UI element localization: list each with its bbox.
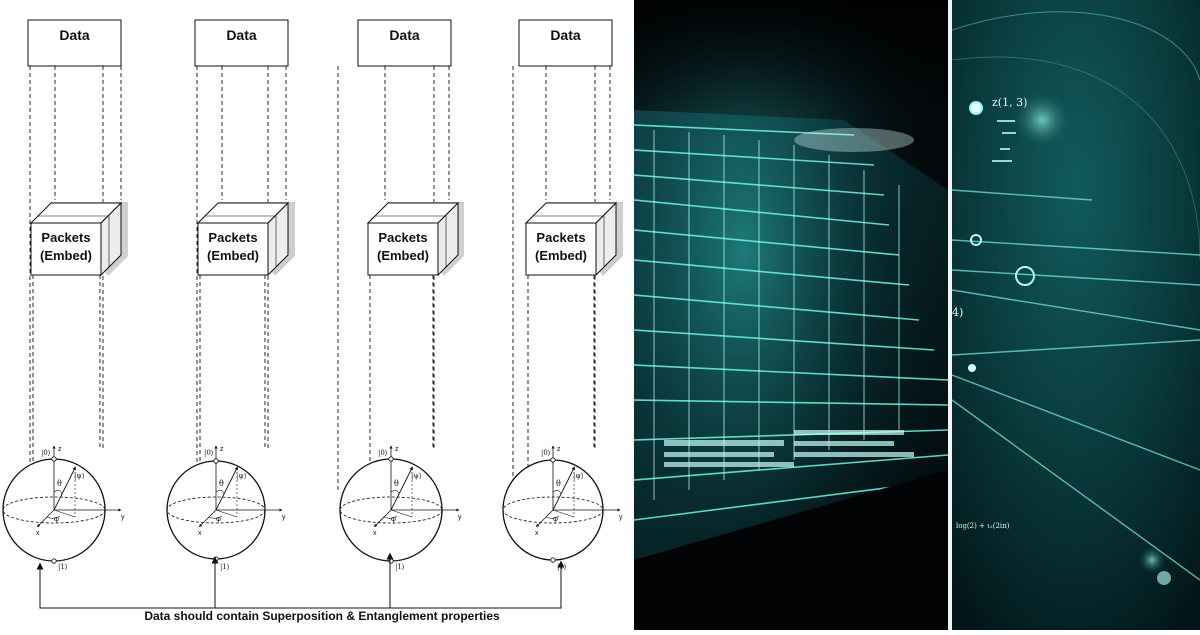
- packet-sublabel: (Embed): [377, 248, 429, 263]
- circuit-illustration: [634, 0, 948, 630]
- x-axis-label: x: [36, 530, 40, 537]
- data-box: [357, 19, 452, 67]
- packet-label: Packets: [536, 230, 585, 245]
- dashed-guides-lower: [369, 275, 434, 490]
- data-box-label: Data: [59, 27, 90, 43]
- entanglement-feedback-lines: [36, 552, 565, 609]
- packet-box: [196, 201, 295, 277]
- dashed-guides: [337, 66, 450, 490]
- diagram-column-1: Data Packets (Embed): [2, 19, 128, 571]
- dashed-guides-lower: [199, 275, 266, 490]
- data-box-label: Data: [226, 27, 257, 43]
- ket1-label: |1⟩: [220, 563, 230, 571]
- theta-label: θ: [219, 479, 224, 488]
- diagram-column-3: Data Packets (Embed): [337, 19, 464, 571]
- photo-divider: [948, 0, 952, 630]
- data-box-label: Data: [389, 27, 420, 43]
- packet-box: [29, 201, 128, 277]
- bloch-sphere: [339, 445, 460, 564]
- phi-label: φ: [391, 515, 396, 523]
- diagram-canvas: Data Packets (Embed): [2, 19, 623, 623]
- x-axis-label: x: [373, 530, 377, 537]
- packet-label: Packets: [41, 230, 90, 245]
- ket0-label: |0⟩: [204, 449, 214, 457]
- theta-label: θ: [394, 479, 399, 488]
- diagram-caption: Data should contain Superposition & Enta…: [144, 609, 500, 623]
- z-axis-label: z: [557, 446, 561, 453]
- packet-label: Packets: [208, 230, 257, 245]
- quantum-math-photo: z(1, 3) 4) log(2) + ι₂(2iπ): [952, 0, 1200, 630]
- x-axis-label: x: [198, 530, 202, 537]
- packet-box: [524, 201, 623, 277]
- packet-sublabel: (Embed): [535, 248, 587, 263]
- ket1-label: |1⟩: [58, 563, 68, 571]
- y-axis-label: y: [282, 514, 286, 521]
- phi-label: φ: [54, 515, 59, 523]
- y-axis-label: y: [619, 514, 623, 521]
- z-axis-label: z: [58, 446, 62, 453]
- diagram-column-2: Data Packets (Embed): [166, 19, 295, 571]
- ket1-label: |1⟩: [557, 563, 567, 571]
- y-axis-label: y: [121, 514, 125, 521]
- y-axis-label: y: [458, 514, 462, 521]
- data-box-label: Data: [550, 27, 581, 43]
- dashed-guides-lower: [527, 275, 595, 490]
- dashed-guides: [512, 66, 611, 490]
- x-axis-label: x: [535, 530, 539, 537]
- ket1-label: |1⟩: [395, 563, 405, 571]
- psi-label: |ψ⟩: [74, 472, 85, 480]
- z-axis-label: z: [220, 446, 224, 453]
- bloch-sphere: [166, 445, 283, 562]
- phi-label: φ: [216, 515, 221, 523]
- point-coordinate-label: z(1, 3): [992, 96, 1027, 109]
- dashed-guides: [29, 66, 122, 490]
- packet-label: Packets: [378, 230, 427, 245]
- psi-label: |ψ⟩: [411, 472, 422, 480]
- math-illustration: z(1, 3) 4) log(2) + ι₂(2iπ): [952, 0, 1200, 630]
- psi-label: |ψ⟩: [573, 472, 584, 480]
- circuit-board-photo: [634, 0, 948, 630]
- data-box: [518, 19, 613, 67]
- packet-box: [366, 201, 464, 277]
- quantum-data-diagram: Data Packets (Embed): [2, 19, 623, 623]
- phi-label: φ: [553, 515, 558, 523]
- ket0-label: |0⟩: [378, 449, 388, 457]
- packet-sublabel: (Embed): [207, 248, 259, 263]
- dashed-guides-lower: [32, 275, 101, 490]
- ket0-label: |0⟩: [541, 449, 551, 457]
- data-box: [27, 19, 122, 67]
- z-axis-label: z: [395, 446, 399, 453]
- diagram-column-4: Data Packets (Embed): [502, 19, 623, 571]
- partial-coordinate-label: 4): [952, 306, 963, 319]
- formula-label: log(2) + ι₂(2iπ): [956, 522, 1010, 530]
- dashed-guides: [196, 66, 287, 490]
- theta-label: θ: [556, 479, 561, 488]
- bloch-sphere: [2, 445, 122, 564]
- packet-sublabel: (Embed): [40, 248, 92, 263]
- bloch-sphere: [502, 445, 621, 563]
- ket0-label: |0⟩: [41, 449, 51, 457]
- data-box: [194, 19, 289, 67]
- theta-label: θ: [57, 479, 62, 488]
- psi-label: |ψ⟩: [236, 472, 247, 480]
